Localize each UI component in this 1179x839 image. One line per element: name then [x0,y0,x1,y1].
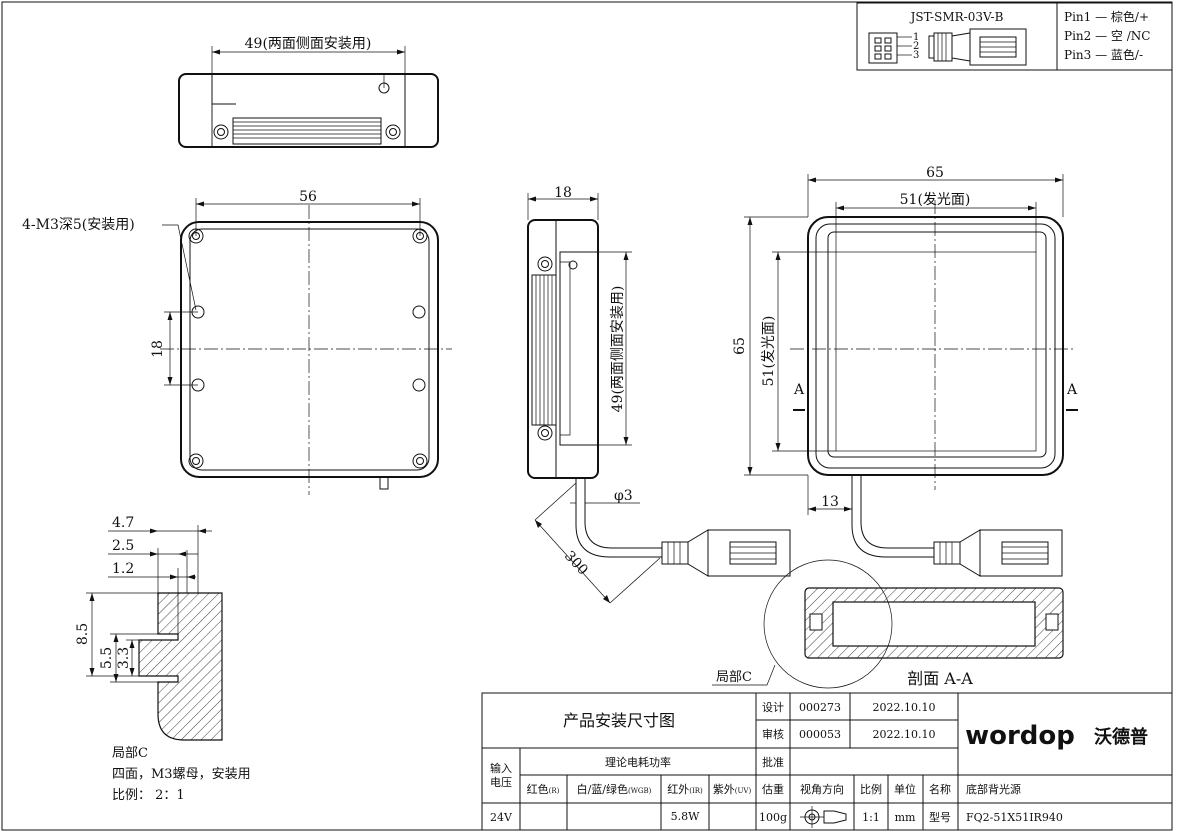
detail-c-view [86,525,223,741]
detail-dim-5-5: 5.5 [99,647,115,669]
section-a-a-title: 剖面 A-A [907,669,973,688]
design-code: 000273 [799,701,841,714]
detail-dim-1-2: 1.2 [112,561,134,577]
input-label-2: 电压 [490,776,512,789]
dim-side-49: 49(两面侧面安装用) [610,286,626,413]
review-label: 审核 [762,727,784,741]
detail-dim-8-5: 8.5 [75,623,91,645]
unit-value: mm [895,811,916,824]
review-code: 000053 [799,728,841,741]
red-label-sub: (R) [549,787,560,795]
pin-number-2: 2 [913,41,919,52]
side-view [527,193,791,604]
connector-box: JST-SMR-03V-B 1 2 3 [856,2,1173,71]
model-value: FQ2-51X51IR940 [966,811,1063,824]
top-view [178,46,439,148]
detail-title: 局部C [112,746,148,761]
approve-label: 批准 [762,755,784,769]
connector-pin-icon [868,32,912,64]
brand-logo-latin: wordop [965,721,1075,751]
detail-scale: 比例： 2：1 [112,788,185,803]
section-mark-left: A [793,382,805,398]
dim-front-18: 18 [150,340,166,358]
dim-front-56: 56 [299,189,317,205]
view-direction-icon [800,806,847,828]
section-mark-right: A [1066,382,1078,398]
dim-back-65-v: 65 [732,337,748,355]
dim-top-view-49: 49(两面侧面安装用) [245,36,372,52]
wrgb-label: 白/蓝/绿色(WGB) [577,782,652,796]
design-date: 2022.10.10 [873,701,936,714]
detail-note: 四面，M3螺母，安装用 [112,767,251,782]
plug-icon [928,28,1027,66]
pin3-label: Pin3 — 蓝色/- [1064,48,1143,62]
wrgb-label-sub: (WGB) [628,787,652,795]
dim-back-65-h: 65 [926,165,944,181]
detail-dim-2-5: 2.5 [112,538,134,554]
name-value: 底部背光源 [966,782,1021,796]
title-block [481,692,1173,831]
view-direction-label: 视角方向 [800,782,844,796]
wrgb-label-text: 白/蓝/绿色 [577,782,628,796]
pin-number-1: 1 [913,32,919,43]
detail-dim-4-7: 4.7 [112,515,134,531]
voltage-value: 24V [490,811,513,824]
input-label-1: 输入 [490,761,512,775]
detail-c-ref-label: 局部C [716,670,752,685]
weight-value: 100g [759,811,787,824]
review-date: 2022.10.10 [873,728,936,741]
scale-label: 比例 [860,782,882,796]
power-label: 理论电耗功率 [605,755,671,769]
red-label: 红色(R) [527,782,560,796]
uv-label: 紫外(UV) [713,783,752,796]
design-label: 设计 [762,701,784,714]
name-label: 名称 [929,782,951,796]
pin2-label: Pin2 — 空 /NC [1064,29,1150,43]
dim-cable-length: 300 [561,548,591,578]
ir-label-text: 红外 [667,783,689,796]
weight-label: 估重 [762,782,784,796]
mount-note: 4-M3深5(安装用) [22,217,135,233]
ir-power-value: 5.8W [671,810,700,823]
brand-logo-cn: 沃德普 [1094,726,1148,748]
dim-side-18: 18 [554,185,572,201]
dim-back-51-v: 51(发光面) [761,316,777,387]
pin1-label: Pin1 — 棕色/+ [1064,9,1149,24]
dim-back-51-h: 51(发光面) [900,192,971,208]
front-view [160,198,452,495]
dim-cable-dia: φ3 [614,488,633,504]
ir-label-sub: (IR) [689,787,703,795]
section-a-a [712,559,1064,689]
scale-value: 1:1 [862,811,880,824]
connector-model: JST-SMR-03V-B [909,10,1004,24]
pin-number-3: 3 [913,50,919,61]
ir-label: 红外(IR) [667,783,703,796]
dim-back-13: 13 [821,494,839,510]
red-label-text: 红色 [527,782,549,796]
model-label: 型号 [929,810,951,824]
detail-dim-3-3: 3.3 [116,647,132,669]
unit-label: 单位 [894,782,916,796]
uv-label-text: 紫外 [713,783,735,796]
drawing-title: 产品安装尺寸图 [563,711,675,730]
uv-label-sub: (UV) [735,787,752,795]
back-view [744,174,1078,577]
